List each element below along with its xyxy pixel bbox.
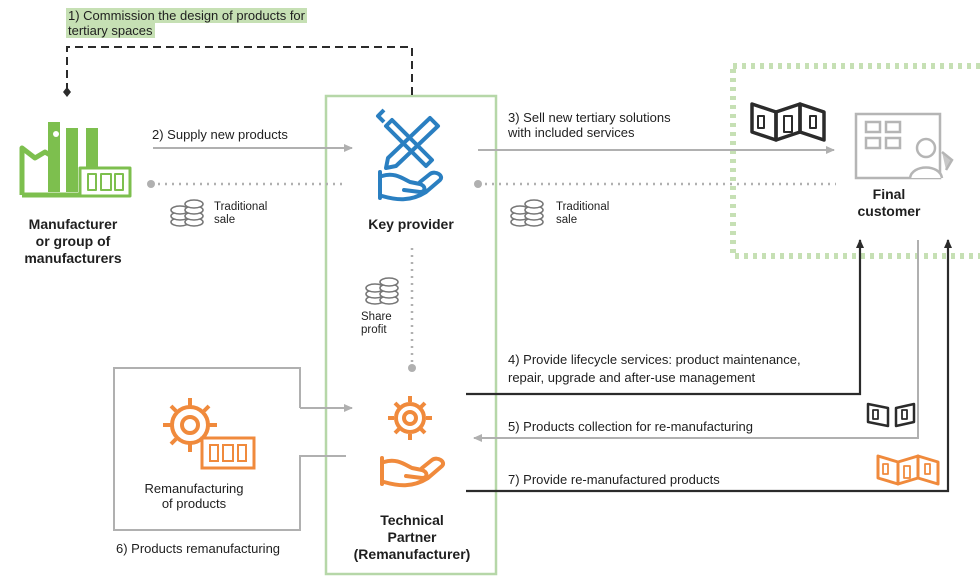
product-panel-icon [200, 436, 256, 470]
hand-icon [380, 456, 445, 488]
traditional-sale-note-1: Traditional sale [214, 201, 268, 226]
share-profit-note: Share profit [361, 311, 392, 336]
manufacturer-label: Manufacturer or group of manufacturers [24, 216, 122, 266]
final-customer-zone [730, 63, 980, 259]
step1-diamond [63, 87, 71, 97]
factory-icon [19, 122, 132, 198]
coins-icon [170, 199, 204, 227]
product-panel-icon [876, 454, 940, 486]
traditional-sale-note-2: Traditional sale [556, 201, 610, 226]
product-panel-icon [750, 102, 826, 142]
step1-dashed-link [66, 46, 413, 95]
step1-label: 1) Commission the design of products for… [66, 8, 307, 38]
remanufacturing-label: Remanufacturing of products [144, 481, 244, 511]
product-panel-icon [866, 402, 916, 428]
step7-label: 7) Provide re-manufactured products [508, 472, 720, 487]
coins-icon [510, 199, 544, 227]
ruler-pencil-icon [376, 108, 440, 170]
step7-arrow [466, 239, 952, 493]
coins-icon [365, 277, 399, 305]
step5-label: 5) Products collection for re-manufactur… [508, 419, 753, 434]
step6-loop-in [113, 367, 346, 531]
final-customer-label: Final customer [857, 186, 921, 219]
step2-label: 2) Supply new products [152, 127, 288, 142]
hand-icon [378, 170, 443, 202]
key-provider-label: Key provider [368, 216, 454, 232]
key-provider-column-box [324, 94, 498, 576]
gear-icon [388, 396, 432, 440]
step3-label: 3) Sell new tertiary solutions with incl… [508, 110, 671, 140]
customer-icon [854, 112, 954, 180]
technical-partner-label: Technical Partner (Remanufacturer) [353, 512, 471, 562]
step4-arrow [466, 239, 864, 396]
step5-arrow [473, 240, 919, 442]
gear-icon [163, 398, 217, 452]
step4-label: 4) Provide lifecycle services: product m… [508, 352, 801, 385]
step6-label: 6) Products remanufacturing [116, 541, 281, 556]
